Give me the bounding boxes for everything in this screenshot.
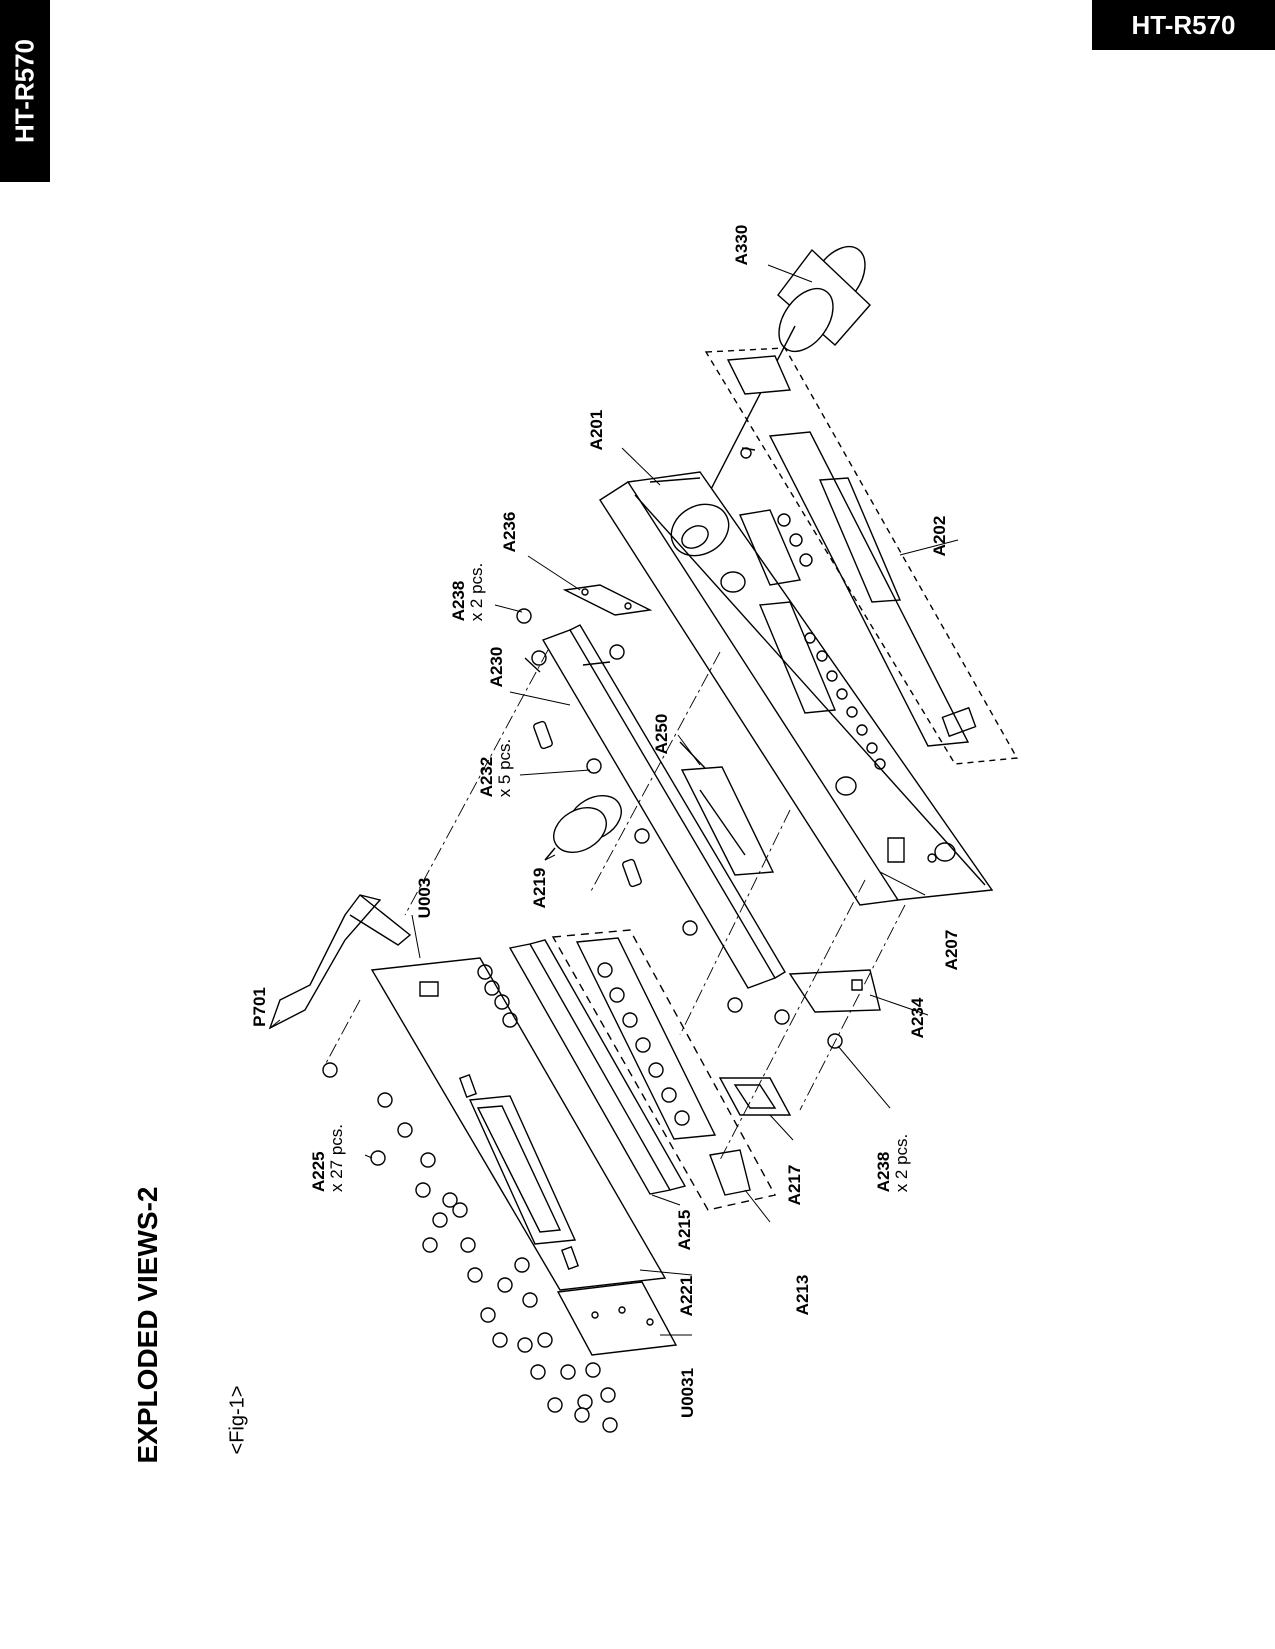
bracket-a234 xyxy=(790,970,880,1012)
potentiometer-a219 xyxy=(545,787,629,862)
label-a250: A250 xyxy=(652,713,671,755)
label-a330: A330 xyxy=(732,224,751,266)
label-a236: A236 xyxy=(500,511,519,553)
label-a234: A234 xyxy=(908,997,927,1039)
label-a201: A201 xyxy=(587,409,606,451)
window-a250 xyxy=(680,742,773,875)
label-a202: A202 xyxy=(930,515,949,557)
switch-group xyxy=(553,930,775,1210)
part-a217 xyxy=(720,1078,790,1115)
label-a207: A207 xyxy=(942,929,961,971)
label-a219: A219 xyxy=(530,867,549,909)
sub-pcb-u0031 xyxy=(558,1282,676,1355)
leader-lines xyxy=(270,265,958,1335)
label-a221: A221 xyxy=(677,1275,696,1317)
ribbon-cable-p701 xyxy=(270,895,410,1028)
screws-upper xyxy=(517,609,842,1048)
label-u003: U003 xyxy=(415,877,434,919)
label-u0031: U0031 xyxy=(678,1367,697,1419)
label-a217: A217 xyxy=(785,1164,804,1206)
model-tab-left: HT-R570 xyxy=(0,0,50,182)
main-pcb xyxy=(372,958,665,1290)
screws-a225 xyxy=(323,1063,617,1432)
label-a213: A213 xyxy=(793,1274,812,1316)
part-a213 xyxy=(710,1150,750,1195)
label-a230: A230 xyxy=(487,646,506,688)
model-name: HT-R570 xyxy=(1131,9,1236,40)
switch-holder-a215 xyxy=(510,940,685,1194)
bracket-a230 xyxy=(525,625,785,988)
model-tab-top-right: HT-R570 xyxy=(1092,0,1275,50)
bracket-a236 xyxy=(565,585,650,615)
display-window-a202 xyxy=(706,348,1017,764)
label-a215: A215 xyxy=(675,1209,694,1251)
front-panel-a201 xyxy=(600,448,992,905)
assembly-lines xyxy=(325,650,905,1160)
knob-a330 xyxy=(690,237,876,530)
label-p701: P701 xyxy=(250,987,269,1027)
